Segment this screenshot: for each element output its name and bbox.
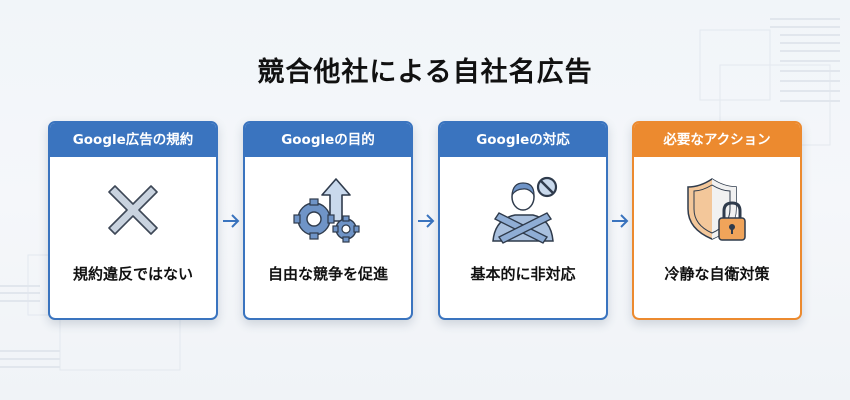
card-google-purpose: Googleの目的 自由な競争を促進: [243, 121, 413, 320]
card-header: 必要なアクション: [634, 123, 800, 157]
gears-arrow-up-icon: [245, 175, 411, 245]
card-text: 基本的に非対応: [470, 265, 576, 283]
card-text: 規約違反ではない: [72, 265, 193, 283]
card-header: Google広告の規約: [50, 123, 216, 157]
arrow-right-icon: [418, 214, 435, 228]
page-title: 競合他社による自社名広告: [257, 57, 593, 88]
card-google-response: Googleの対応 基本的に非対応: [438, 121, 608, 320]
arrow-right-icon: [612, 214, 629, 228]
card-header: Googleの対応: [440, 123, 606, 157]
card-text: 冷静な自衛対策: [664, 265, 770, 283]
x-mark-icon: [50, 175, 216, 245]
card-required-action: 必要なアクション 冷静な自衛対策: [632, 121, 802, 320]
card-google-ad-policy: Google広告の規約 規約違反ではない: [48, 121, 218, 320]
arrow-right-icon: [223, 214, 240, 228]
person-crossed-arms-prohibited-icon: [440, 175, 606, 245]
card-text: 自由な競争を促進: [267, 265, 388, 283]
shield-lock-icon: [634, 175, 800, 245]
card-header: Googleの目的: [245, 123, 411, 157]
